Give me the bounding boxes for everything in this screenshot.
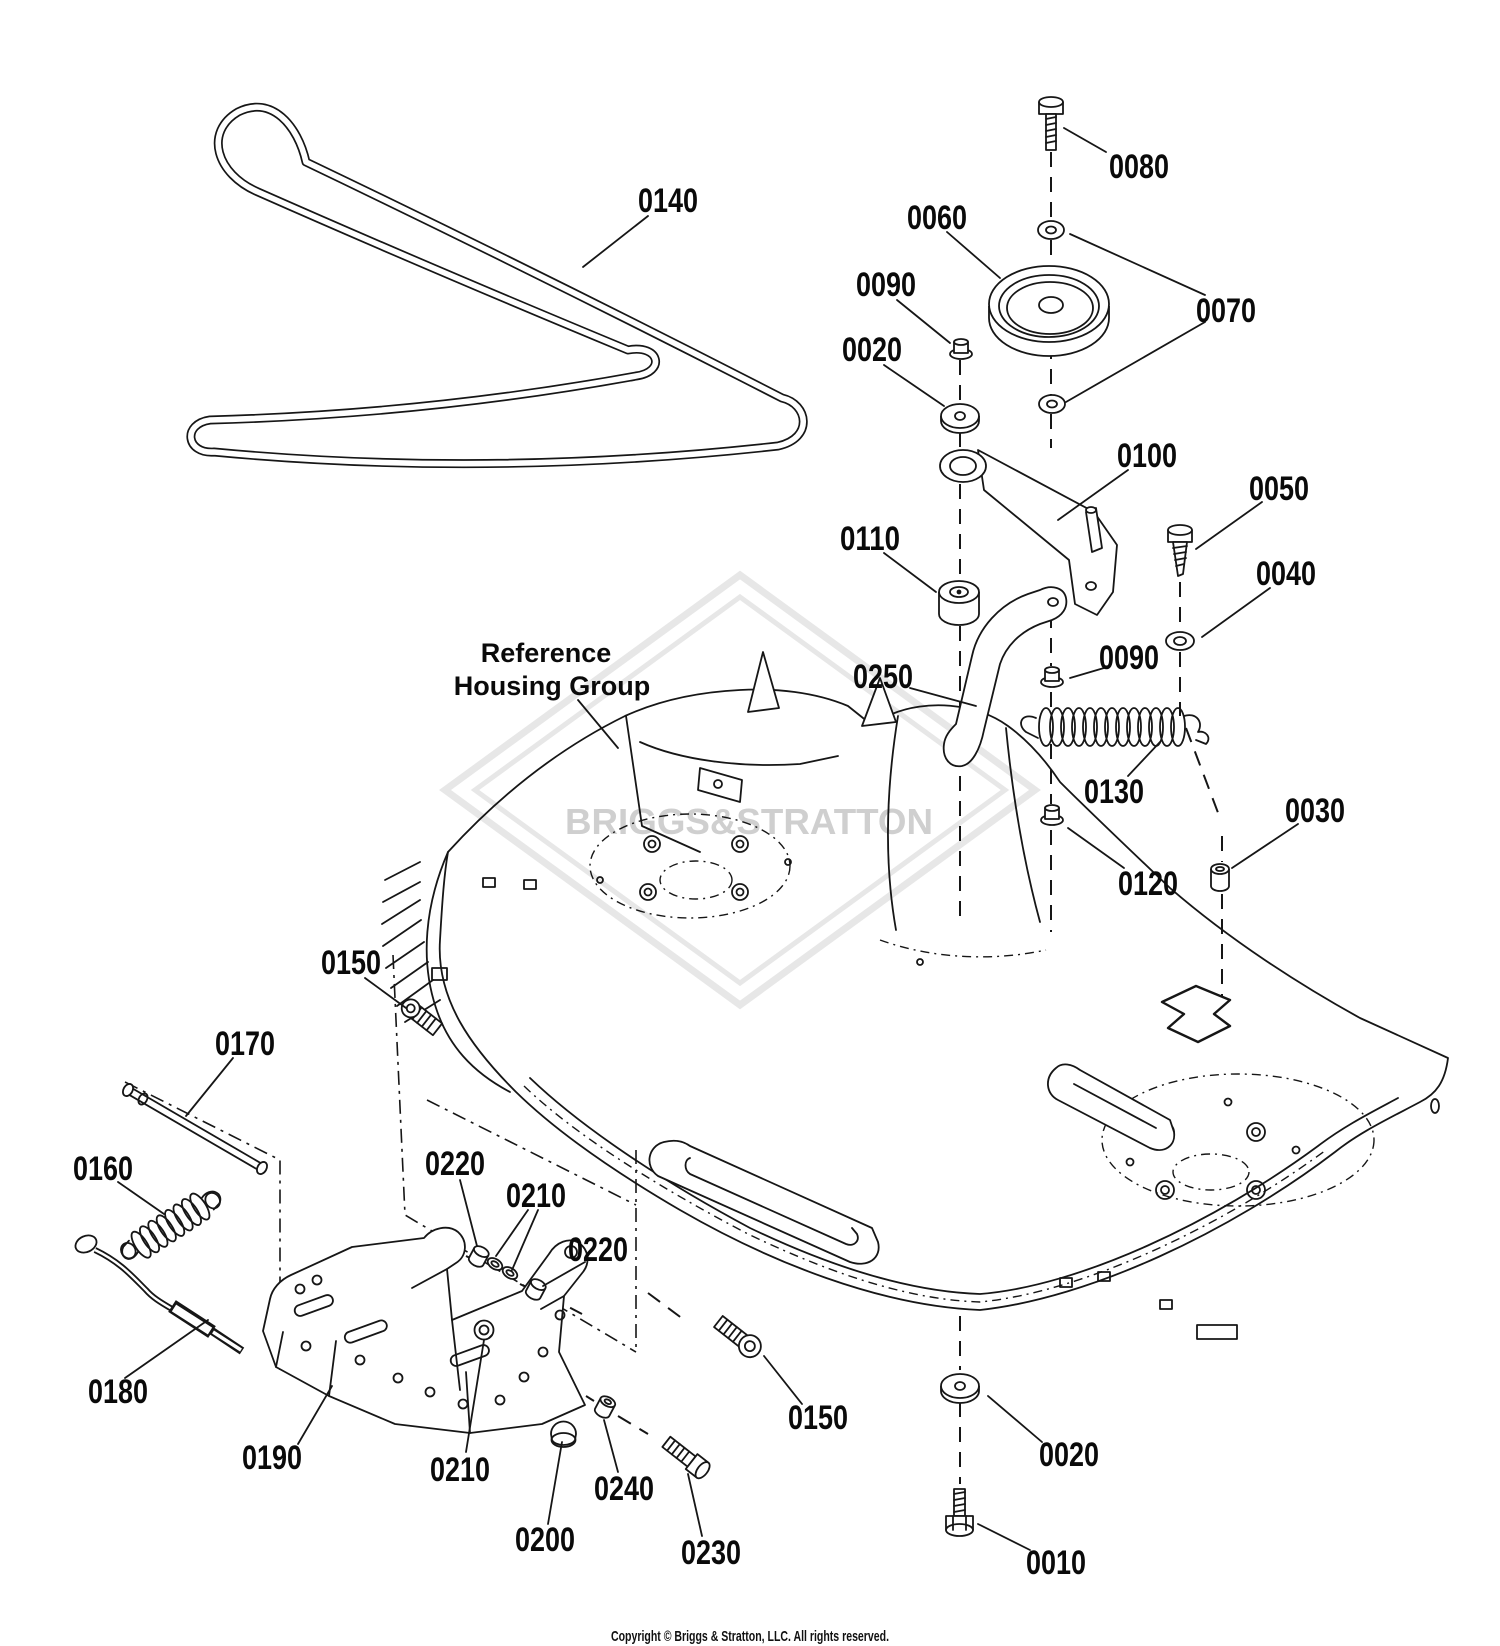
callout-0230: 0230 <box>681 1534 741 1572</box>
spring-0130-drawing <box>1020 707 1210 747</box>
callout-0020-b: 0020 <box>1039 1436 1099 1474</box>
idler-pulley-0060-drawing <box>988 265 1110 357</box>
rod-0170-drawing <box>122 1083 268 1175</box>
cable-0180-drawing <box>74 1234 245 1355</box>
callout-0240: 0240 <box>594 1470 654 1508</box>
callout-0220-a: 0220 <box>425 1145 485 1183</box>
spacer-0030-drawing <box>1210 863 1230 892</box>
v-belt-drawing <box>186 102 808 469</box>
reference-housing-group-label: Reference Housing Group <box>454 638 650 701</box>
callout-0050: 0050 <box>1249 470 1309 508</box>
briggs-stratton-watermark: BRIGGS&STRATTON <box>439 570 1041 1010</box>
mower-deck-drawing <box>381 651 1449 1340</box>
screw-0150a-drawing <box>400 998 444 1037</box>
callout-0150-b: 0150 <box>788 1399 848 1437</box>
spacer-0220b-drawing <box>524 1278 547 1301</box>
callout-0150-a: 0150 <box>321 944 381 982</box>
washer-0070-top-drawing <box>1037 220 1065 240</box>
washer-0070-bottom-drawing <box>1038 394 1066 414</box>
callout-0250: 0250 <box>853 658 913 696</box>
watermark-text: BRIGGS&STRATTON <box>565 801 933 842</box>
callout-0020-a: 0020 <box>842 331 902 369</box>
left-spindle-bolts <box>596 835 792 901</box>
callout-0030: 0030 <box>1285 792 1345 830</box>
copyright-text: Copyright © Briggs & Stratton, LLC. All … <box>611 1628 889 1645</box>
brake-arm-0250-drawing <box>942 586 1068 768</box>
spring-0160-drawing <box>120 1190 222 1260</box>
cap-0200-drawing <box>550 1420 577 1448</box>
flange-nut-0210b-drawing <box>473 1319 495 1341</box>
callout-0190: 0190 <box>242 1439 302 1477</box>
callout-0090-b: 0090 <box>1099 639 1159 677</box>
callout-0110: 0110 <box>840 520 900 558</box>
callout-0210-a: 0210 <box>506 1177 566 1215</box>
callout-0180: 0180 <box>88 1373 148 1411</box>
callout-0170: 0170 <box>215 1025 275 1063</box>
callout-0160: 0160 <box>73 1150 133 1188</box>
washer-0040-drawing <box>1165 631 1195 651</box>
reference-label-line1: Reference <box>481 638 612 668</box>
hanger-bracket-0190-drawing <box>262 1226 589 1434</box>
flange-nut-0120-drawing <box>1040 804 1064 826</box>
bushing-0110-drawing <box>938 580 980 626</box>
deck-slots <box>431 877 1440 1340</box>
callout-0080: 0080 <box>1109 148 1169 186</box>
leader-lines <box>117 127 1299 1551</box>
callout-0100: 0100 <box>1117 437 1177 475</box>
flange-nut-0090b-drawing <box>1040 666 1064 688</box>
bolt-0230-drawing <box>661 1435 711 1480</box>
callout-0070: 0070 <box>1196 292 1256 330</box>
callout-0200: 0200 <box>515 1521 575 1559</box>
callout-0130: 0130 <box>1084 773 1144 811</box>
screw-0050-drawing <box>1167 524 1193 577</box>
callout-labels: 0140 0080 0060 0070 0090 0020 0100 0050 … <box>73 148 1345 1582</box>
washers-0210-drawing <box>486 1257 519 1280</box>
washer-0020a-drawing <box>940 403 980 434</box>
callout-0220-b: 0220 <box>568 1231 628 1269</box>
callout-0040: 0040 <box>1256 555 1316 593</box>
washer-0020b-drawing <box>940 1373 980 1404</box>
spacer-0220a-drawing <box>467 1245 490 1268</box>
bracket-holes <box>294 1245 578 1410</box>
callout-0090-a: 0090 <box>856 266 916 304</box>
reference-label-line2: Housing Group <box>454 671 650 701</box>
idler-arm-0100-drawing <box>939 449 1118 616</box>
callout-0210-b: 0210 <box>430 1451 490 1489</box>
callout-0060: 0060 <box>907 199 967 237</box>
stud-0150b-drawing <box>713 1315 762 1359</box>
hex-bolt-0010-drawing <box>945 1488 974 1537</box>
callout-0010: 0010 <box>1026 1544 1086 1582</box>
callout-0120: 0120 <box>1118 865 1178 903</box>
spacer-0240-drawing <box>593 1395 617 1419</box>
callout-0140: 0140 <box>638 182 698 220</box>
flange-nut-0090a-drawing <box>949 338 973 360</box>
hex-bolt-0080-drawing <box>1038 96 1064 151</box>
